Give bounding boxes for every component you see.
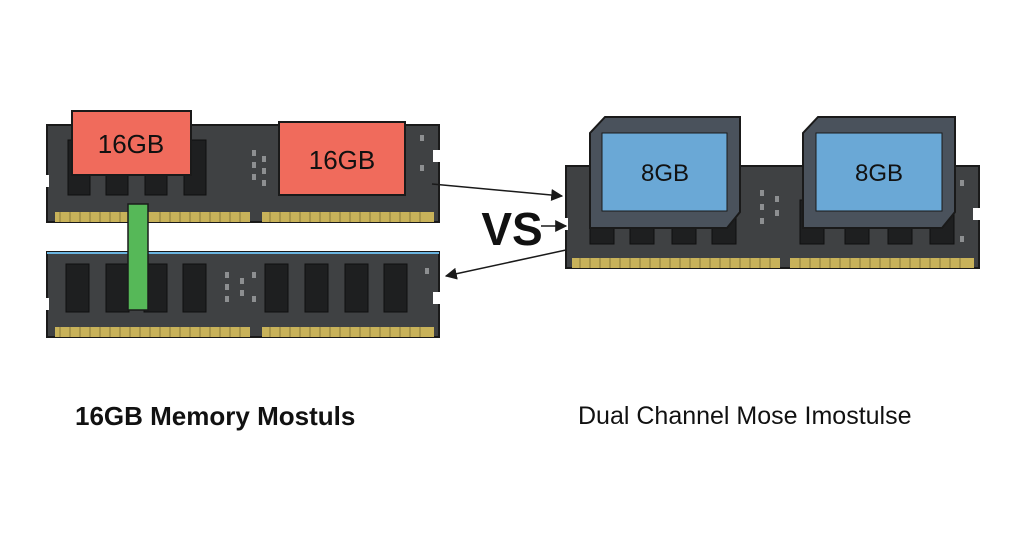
left-module-label-2: 16GB [278, 121, 406, 196]
right-module-label-2: 8GB [802, 116, 956, 229]
channel-bridge [127, 203, 149, 311]
left-module-label-1-text: 16GB [98, 129, 165, 159]
left-module-label-1: 16GB [71, 110, 192, 176]
left-ram-stick-bottom [41, 251, 441, 338]
left-module-label-2-text: 16GB [309, 145, 376, 175]
arrow-right-to-bottom [444, 249, 567, 280]
vs-label: VS [481, 203, 542, 255]
left-caption: 16GB Memory Mostuls [75, 401, 356, 431]
arrow-top-to-right [431, 183, 564, 201]
right-module-label-1-text: 8GB [641, 160, 689, 187]
right-module-label-1: 8GB [589, 116, 741, 229]
right-caption: Dual Channel Mose Imostulse [578, 402, 912, 430]
right-module-label-2-text: 8GB [855, 160, 903, 187]
